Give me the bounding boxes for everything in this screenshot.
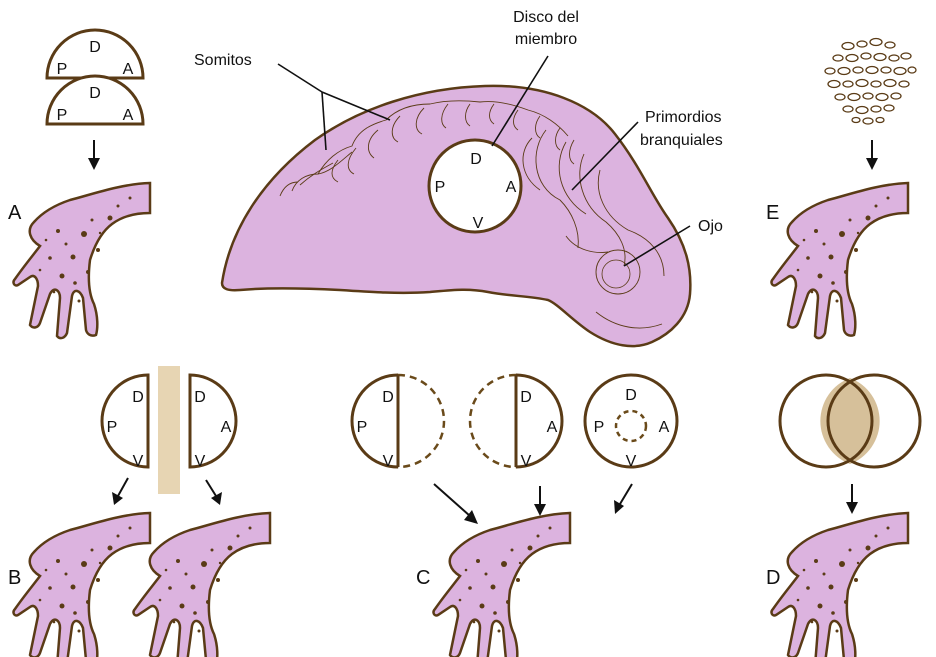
panel-e: E (766, 39, 916, 339)
dissociated-cells (825, 39, 916, 125)
svg-text:P: P (357, 419, 368, 436)
label-limb-disc-line2: miembro (515, 31, 577, 48)
panel-b-letter: B (8, 567, 21, 589)
panel-c-limb (434, 513, 570, 657)
panel-c-disc-3: D P A V (585, 375, 677, 470)
panel-e-limb (772, 183, 908, 338)
limb-disc: D P A V (429, 140, 521, 232)
svg-text:D: D (132, 389, 144, 406)
panel-e-arrow (866, 140, 878, 170)
svg-text:D: D (194, 389, 206, 406)
svg-text:A: A (123, 107, 134, 124)
panel-b: D P V D A V B (8, 366, 270, 657)
svg-text:A: A (123, 61, 134, 78)
svg-text:V: V (195, 453, 206, 470)
svg-text:P: P (57, 61, 68, 78)
panel-c-disc-2: D A V (470, 375, 562, 470)
svg-text:D: D (382, 389, 394, 406)
barrier-insert (158, 366, 180, 494)
svg-text:V: V (521, 453, 532, 470)
svg-text:V: V (383, 453, 394, 470)
svg-text:P: P (594, 419, 605, 436)
panel-a-half-disc-top: D P A (47, 30, 143, 78)
disc-letter-anterior: A (506, 179, 517, 196)
panel-a: D P A D P A A (8, 30, 150, 338)
svg-text:P: P (57, 107, 68, 124)
panel-b-right-half-disc: D A V (190, 375, 236, 470)
panel-a-half-disc-bottom: D P A (47, 76, 143, 124)
panel-b-left-half-disc: D P V (102, 375, 148, 470)
svg-text:V: V (133, 453, 144, 470)
svg-text:D: D (520, 389, 532, 406)
panel-b-limb-right (134, 513, 270, 657)
label-branchial-line2: branquiales (640, 132, 723, 149)
panel-a-arrow (88, 140, 100, 170)
label-limb-disc-line1: Disco del (513, 9, 579, 26)
svg-text:A: A (547, 419, 558, 436)
panel-a-letter: A (8, 202, 22, 224)
svg-text:A: A (659, 419, 670, 436)
panel-c-disc-1: D P V (352, 375, 444, 470)
panel-b-limb-left (14, 513, 150, 657)
panel-d: D (766, 375, 920, 657)
disc-letter-ventral: V (473, 215, 484, 232)
panel-c-letter: C (416, 567, 430, 589)
svg-text:D: D (625, 387, 637, 404)
embryo: D P A V Somitos Disco del miembro Primor… (194, 9, 723, 346)
label-eye: Ojo (698, 218, 723, 235)
svg-text:V: V (626, 453, 637, 470)
svg-text:P: P (107, 419, 118, 436)
label-branchial-line1: Primordios (645, 109, 721, 126)
label-somites: Somitos (194, 52, 252, 69)
svg-text:D: D (89, 85, 101, 102)
panel-d-limb (772, 513, 908, 657)
svg-text:A: A (221, 419, 232, 436)
panel-e-letter: E (766, 202, 779, 224)
disc-letter-dorsal: D (470, 151, 482, 168)
svg-text:D: D (89, 39, 101, 56)
disc-letter-posterior: P (435, 179, 446, 196)
panel-d-arrow (846, 484, 858, 514)
panel-a-limb (14, 183, 150, 338)
panel-d-letter: D (766, 567, 780, 589)
panel-c: D P V D A V D P A V C (352, 375, 677, 657)
